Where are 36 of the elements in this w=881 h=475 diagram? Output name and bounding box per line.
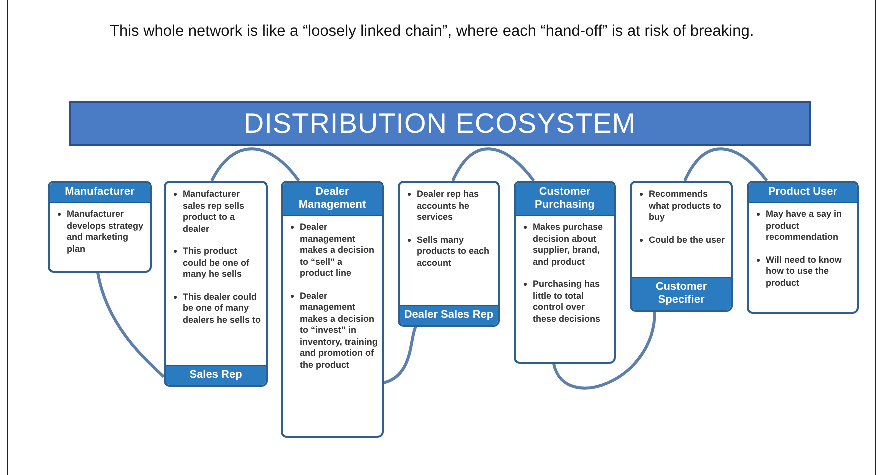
title-banner: DISTRIBUTION ECOSYSTEM	[69, 101, 811, 146]
role-card	[164, 181, 268, 387]
chain-link-curve	[684, 148, 768, 182]
bullet-text: Dealer management makes a decision to “sell” a product line	[300, 222, 376, 280]
role-header: Product User	[749, 183, 857, 203]
chain-link-curve	[552, 312, 656, 390]
role-header: Customer Purchasing	[516, 183, 614, 216]
chain-link-curve	[210, 148, 300, 182]
bullet-text: Recommends what products to buy	[649, 189, 722, 224]
chain-link-curve	[384, 326, 418, 384]
role-card	[630, 181, 733, 312]
role-card	[48, 181, 152, 273]
note-text: This whole network is like a “loosely linked chain”, where each “hand-off” is at risk of breaking.	[110, 22, 756, 42]
bullet-text: Makes purchase decision about supplier, brand, and product	[533, 222, 604, 268]
bullet-text: Sells many products to each account	[417, 234, 491, 269]
chain-link-curve	[96, 272, 166, 378]
bullet-text: Purchasing has little to total control over these decisions	[533, 279, 602, 325]
bullet-text: Dealer rep has accounts he services	[417, 189, 480, 224]
bullet-text: This product could be one of many he sells	[183, 246, 250, 280]
bullet-text: Manufacturer develops strategy and marketing plan	[67, 209, 145, 255]
role-header: Sales Rep	[166, 365, 266, 385]
role-card	[514, 181, 616, 364]
role-header: Dealer Sales Rep	[400, 305, 498, 325]
bullet-text: May have a say in product recommendation	[766, 209, 844, 244]
role-card	[281, 181, 384, 438]
role-card	[747, 181, 859, 314]
role-header: Dealer Management	[283, 183, 382, 216]
role-header: Manufacturer	[50, 183, 150, 203]
bullet-text: Manufacturer sales rep sells product to a dealer	[183, 189, 246, 235]
bullet-text: Will need to know how to use the product	[766, 254, 843, 289]
role-card	[398, 181, 500, 327]
role-header: Customer Specifier	[632, 277, 731, 310]
bullet-text: This dealer could be one of many dealers he sells to	[183, 292, 262, 326]
bullet-text: Could be the user	[649, 234, 726, 246]
chain-link-curve	[452, 148, 536, 182]
bullet-text: Dealer management makes a decision to “invest” in inventory, training and promotion of the product	[300, 290, 378, 371]
